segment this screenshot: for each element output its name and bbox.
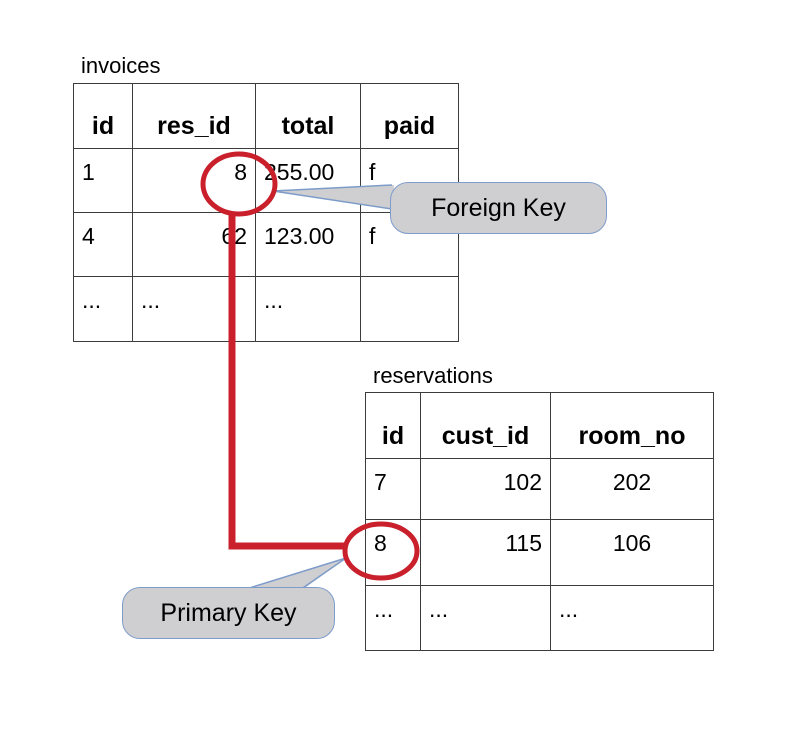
invoices-header-id: id <box>73 83 133 149</box>
invoices-cell-paid <box>360 276 459 342</box>
reservations-cell-room-no: 202 <box>550 458 714 520</box>
reservations-cell-id: ... <box>365 585 421 651</box>
invoices-cell-total: 123.00 <box>255 212 361 277</box>
reservations-header-id: id <box>365 392 421 459</box>
invoices-cell-id: 1 <box>73 148 133 213</box>
reservations-cell-id: 7 <box>365 458 421 520</box>
invoices-cell-total: 255.00 <box>255 148 361 213</box>
invoices-cell-id: ... <box>73 276 133 342</box>
invoices-header-total: total <box>255 83 361 149</box>
invoices-table-title: invoices <box>81 53 161 78</box>
invoices-cell-res-id: 8 <box>132 148 256 213</box>
reservations-header-room-no: room_no <box>550 392 714 459</box>
reservations-header-row: id cust_id room_no <box>365 392 714 459</box>
invoices-header-row: id res_id total paid <box>73 83 459 149</box>
reservations-cell-cust-id: 102 <box>420 458 551 520</box>
invoices-cell-id: 4 <box>73 212 133 277</box>
invoices-row-ellipsis: ... ... ... <box>73 276 459 342</box>
primary-key-callout: Primary Key <box>122 587 335 639</box>
invoices-cell-res-id: 62 <box>132 212 256 277</box>
reservations-row-ellipsis: ... ... ... <box>365 585 714 651</box>
foreign-key-callout: Foreign Key <box>390 182 607 234</box>
reservations-cell-cust-id: ... <box>420 585 551 651</box>
foreign-key-callout-label: Foreign Key <box>431 193 566 222</box>
reservations-row-2: 8 115 106 <box>365 519 714 586</box>
reservations-cell-id: 8 <box>365 519 421 586</box>
invoices-header-res-id: res_id <box>132 83 256 149</box>
invoices-cell-total: ... <box>255 276 361 342</box>
reservations-row-1: 7 102 202 <box>365 458 714 520</box>
invoices-cell-res-id: ... <box>132 276 256 342</box>
reservations-table-title: reservations <box>373 363 493 388</box>
primary-key-callout-label: Primary Key <box>160 598 297 627</box>
reservations-cell-room-no: 106 <box>550 519 714 586</box>
reservations-header-cust-id: cust_id <box>420 392 551 459</box>
reservations-cell-cust-id: 115 <box>420 519 551 586</box>
invoices-header-paid: paid <box>360 83 459 149</box>
primary-key-tail-edge <box>242 557 347 591</box>
reservations-table: id cust_id room_no 7 102 202 8 115 106 .… <box>365 392 714 651</box>
reservations-cell-room-no: ... <box>550 585 714 651</box>
